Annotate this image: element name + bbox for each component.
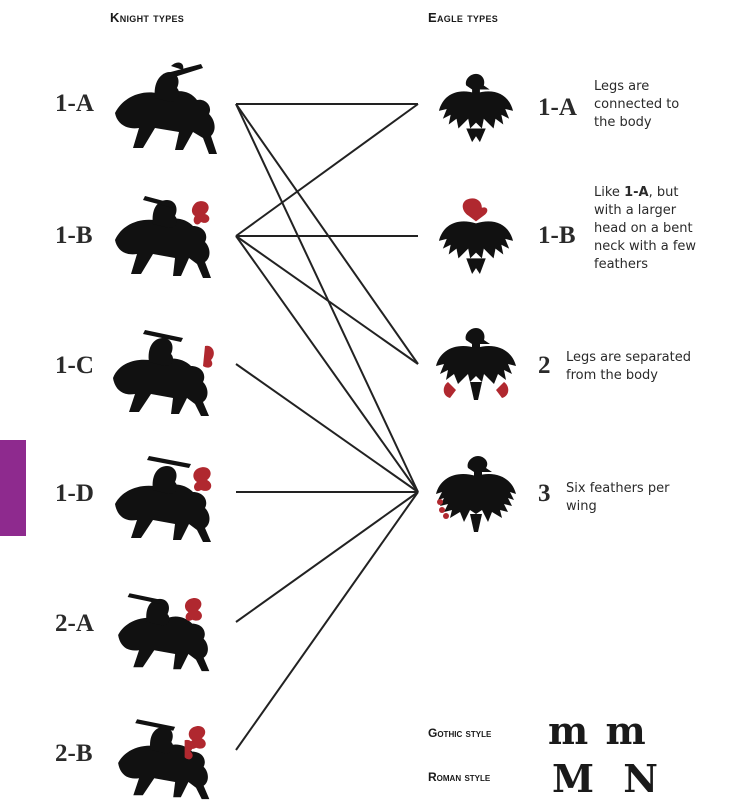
knight-figure-2b bbox=[108, 706, 228, 801]
eagle-desc-1a: Legs are connected to the body bbox=[594, 78, 704, 132]
eagle-desc-3: Six feathers per wing bbox=[566, 480, 696, 516]
eagle-desc-2: Legs are separated from the body bbox=[566, 349, 706, 385]
knight-figure-2a bbox=[108, 578, 228, 673]
knight-figure-1d bbox=[105, 446, 230, 546]
eagle-desc-1b-bold: 1-A bbox=[624, 185, 649, 200]
knight-code-1b: 1-B bbox=[55, 222, 93, 250]
eagle-figure-1b bbox=[437, 196, 515, 276]
eagle-figure-1a bbox=[437, 68, 515, 146]
connection-2-B-to-3 bbox=[236, 492, 418, 750]
eagle-code-3: 3 bbox=[538, 480, 551, 508]
connection-1-C-to-3 bbox=[236, 364, 418, 492]
knight-figure-1a bbox=[105, 58, 230, 158]
knight-figure-1b bbox=[105, 182, 230, 282]
knight-code-2a: 2-A bbox=[55, 610, 94, 638]
connection-1-A-to-3 bbox=[236, 104, 418, 492]
eagle-figure-2 bbox=[434, 324, 518, 408]
roman-style-label: Roman style bbox=[428, 770, 490, 784]
knight-code-1c: 1-C bbox=[55, 352, 94, 380]
gothic-style-label: Gothic style bbox=[428, 726, 491, 740]
eagle-code-2: 2 bbox=[538, 352, 551, 380]
knight-figure-1c bbox=[105, 318, 230, 418]
eagle-figure-3 bbox=[434, 452, 518, 536]
eagle-desc-1b: Like 1-A, but with a larger head on a be… bbox=[594, 184, 704, 274]
gothic-letter-sample: m m bbox=[548, 708, 648, 753]
knight-code-2b: 2-B bbox=[55, 740, 93, 768]
eagle-desc-1b-prefix: Like bbox=[594, 185, 624, 200]
knight-code-1a: 1-A bbox=[55, 90, 94, 118]
connection-1-B-to-2 bbox=[236, 236, 418, 364]
eagle-code-1a: 1-A bbox=[538, 94, 577, 122]
connection-1-B-to-1-A bbox=[236, 104, 418, 236]
eagle-code-1b: 1-B bbox=[538, 222, 576, 250]
connection-2-A-to-3 bbox=[236, 492, 418, 622]
connection-1-B-to-3 bbox=[236, 236, 418, 492]
roman-letter-sample: M N bbox=[552, 756, 666, 801]
knight-code-1d: 1-D bbox=[55, 480, 94, 508]
connection-1-A-to-2 bbox=[236, 104, 418, 364]
